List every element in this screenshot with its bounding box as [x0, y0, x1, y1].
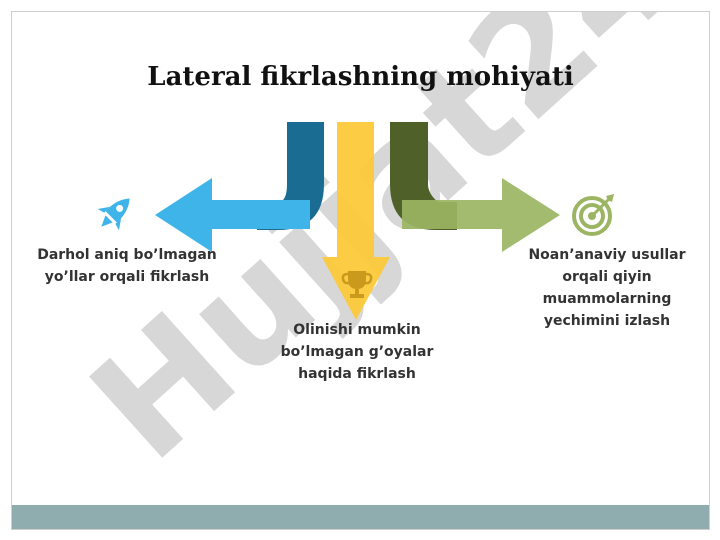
rocket-icon: [97, 198, 130, 231]
center-arrow: [322, 122, 390, 320]
slide-title: Lateral fikrlashning mohiyati: [147, 62, 574, 92]
target-icon: [572, 194, 614, 236]
branch-diagram: [155, 122, 560, 320]
slide: Hujjat24 Lateral fikrlashning mohiyati: [11, 11, 710, 530]
left-branch-label: Darhol aniq bo’lmagan yo’llar orqali fik…: [37, 247, 217, 285]
center-branch-label: Olinishi mumkin bo’lmagan g’oyalar haqid…: [280, 322, 434, 382]
trophy-icon: [341, 271, 373, 298]
watermark: Hujjat24: [60, 12, 709, 494]
right-branch-label: Noan’anaviy usullar orqali qiyin muammol…: [528, 247, 686, 329]
right-arrow: [402, 178, 560, 252]
footer-bar: [12, 505, 709, 529]
left-arrow: [155, 178, 310, 252]
